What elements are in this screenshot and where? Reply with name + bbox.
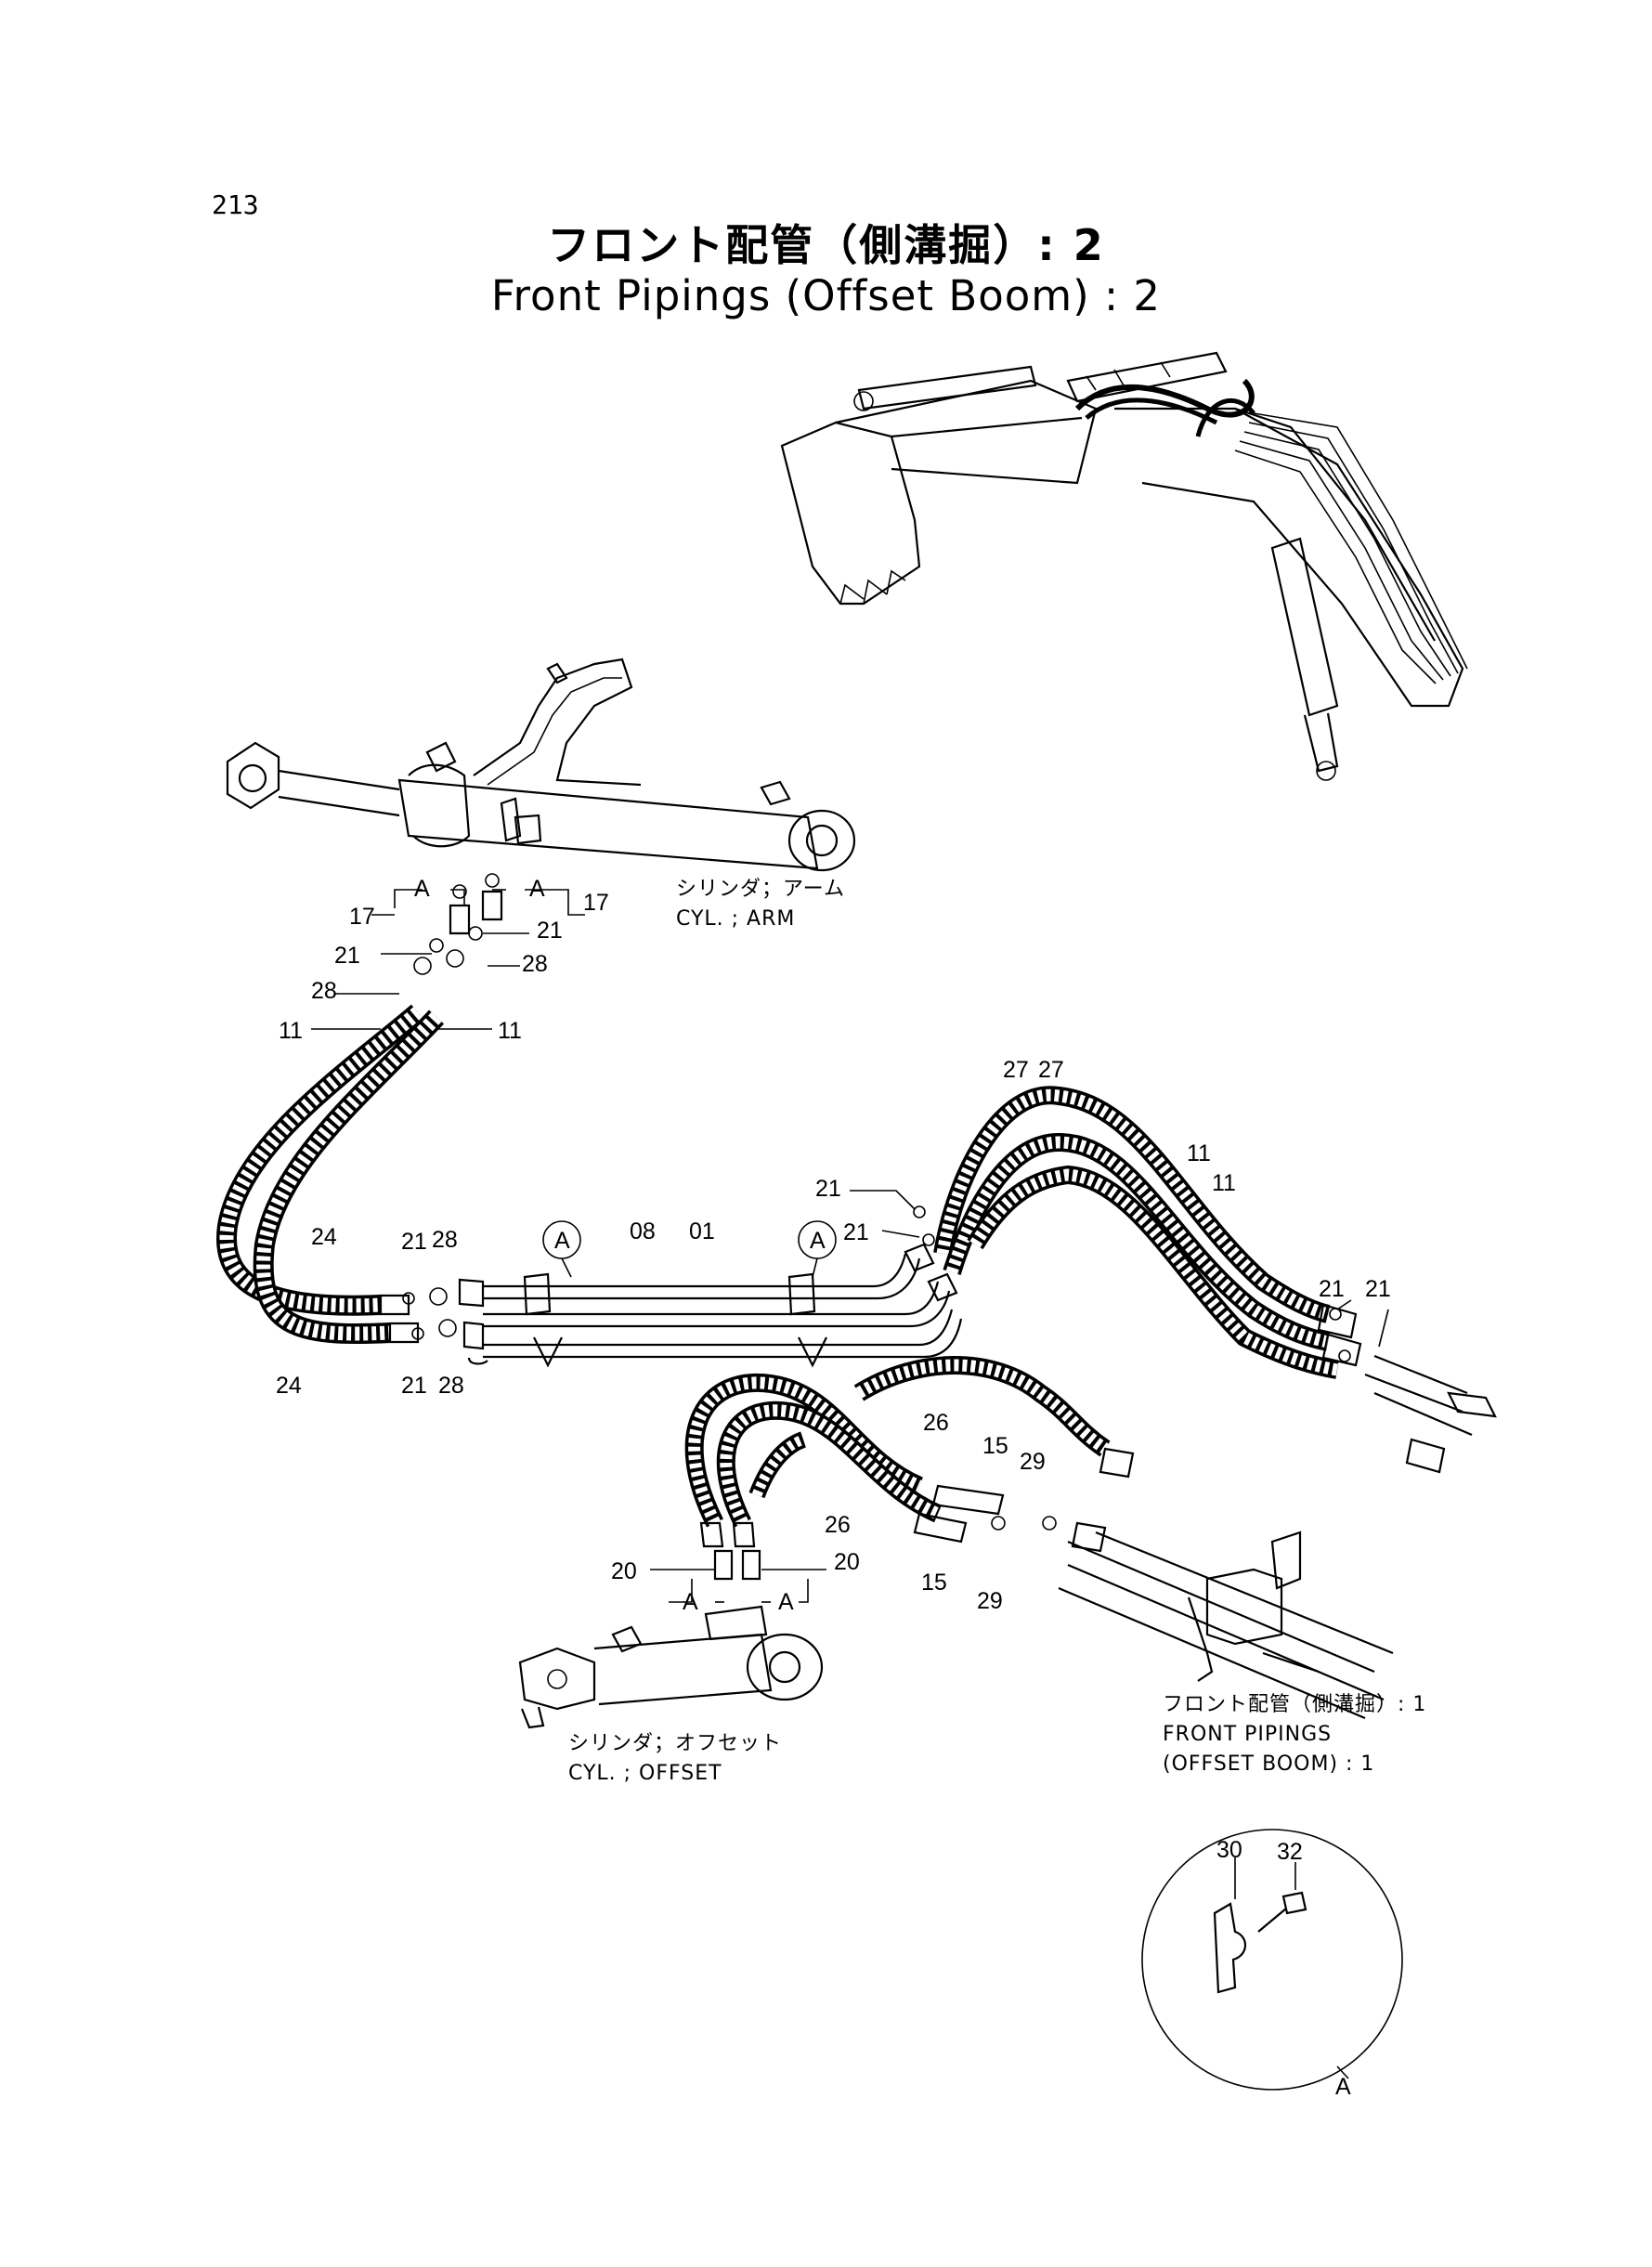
reference-page-caption-en-2: (OFFSET BOOM) : 1 (1163, 1752, 1375, 1776)
label-a: A (414, 876, 430, 902)
arm-cylinder-caption: シリンダ；アーム CYL. ; ARM (676, 875, 845, 934)
label-a: A (683, 1589, 698, 1615)
title-japanese: フロント配管（側溝掘）: 2 (547, 220, 1105, 270)
label-01: 01 (689, 1218, 715, 1244)
hoses-26 (684, 1356, 1135, 1553)
label-26: 26 (825, 1512, 851, 1538)
reference-page-caption-en-1: FRONT PIPINGS (1163, 1723, 1333, 1746)
reference-page-caption-jp: フロント配管（側溝掘）: 1 (1163, 1693, 1427, 1716)
label-29: 29 (977, 1588, 1003, 1614)
label-15: 15 (921, 1570, 947, 1596)
leader-lines (311, 889, 1389, 1603)
offset-cylinder-illustration (518, 1605, 824, 1729)
label-a: A (778, 1589, 794, 1615)
label-11: 11 (498, 1018, 522, 1044)
label-28: 28 (311, 978, 337, 1004)
arm-cylinder-caption-jp: シリンダ；アーム (676, 878, 846, 901)
label-21: 21 (1319, 1276, 1345, 1302)
label-11: 11 (1212, 1170, 1236, 1196)
label-21: 21 (537, 918, 563, 944)
part-number-labels: 08 01 11 11 11 11 15 15 17 17 20 20 21 2… (276, 876, 1391, 2100)
label-a-circled: A (810, 1228, 826, 1254)
label-28: 28 (432, 1227, 458, 1253)
label-detail-a: A (1335, 2074, 1351, 2100)
label-21: 21 (1365, 1276, 1391, 1302)
hoses-24 (216, 1004, 445, 1345)
label-30: 30 (1216, 1837, 1242, 1863)
small-fittings (402, 873, 1351, 1581)
boom-pipe-bundle-illustration (1058, 1531, 1394, 1720)
detail-circle-markers (542, 1220, 837, 1278)
label-29: 29 (1020, 1449, 1046, 1475)
label-17: 17 (583, 890, 609, 916)
main-pipes-01-08 (458, 1243, 963, 1368)
hoses-27 (933, 1086, 1497, 1474)
label-17: 17 (349, 904, 375, 930)
excavator-overview-illustration (780, 351, 1468, 781)
label-28: 28 (438, 1373, 464, 1399)
label-21: 21 (334, 943, 360, 969)
label-21: 21 (815, 1176, 841, 1202)
arm-cylinder-illustration (226, 658, 856, 872)
offset-cylinder-caption-jp: シリンダ；オフセット (568, 1732, 783, 1755)
label-11: 11 (279, 1018, 303, 1044)
label-08: 08 (630, 1218, 656, 1244)
detail-a-circle (1141, 1829, 1403, 2091)
label-24: 24 (276, 1373, 302, 1399)
page-number: 213 (212, 189, 259, 220)
label-27: 27 (1038, 1057, 1064, 1083)
label-21: 21 (401, 1373, 427, 1399)
title-english: Front Pipings (Offset Boom) : 2 (490, 271, 1162, 320)
label-21: 21 (401, 1229, 427, 1255)
offset-cylinder-caption: シリンダ；オフセット CYL. ; OFFSET (568, 1729, 782, 1789)
offset-cylinder-caption-en: CYL. ; OFFSET (568, 1762, 722, 1785)
label-21: 21 (843, 1219, 869, 1245)
label-a: A (529, 876, 545, 902)
label-28: 28 (522, 951, 548, 977)
label-26: 26 (923, 1410, 949, 1436)
reference-page-caption: フロント配管（側溝掘）: 1 FRONT PIPINGS (OFFSET BOO… (1163, 1690, 1426, 1779)
label-27: 27 (1003, 1057, 1029, 1083)
label-24: 24 (311, 1224, 337, 1250)
label-15: 15 (982, 1433, 1008, 1459)
label-32: 32 (1277, 1839, 1303, 1865)
label-20: 20 (611, 1558, 637, 1584)
label-11: 11 (1187, 1140, 1211, 1166)
arm-cylinder-caption-en: CYL. ; ARM (676, 907, 796, 931)
label-20: 20 (834, 1549, 860, 1575)
label-a-circled: A (554, 1228, 570, 1254)
